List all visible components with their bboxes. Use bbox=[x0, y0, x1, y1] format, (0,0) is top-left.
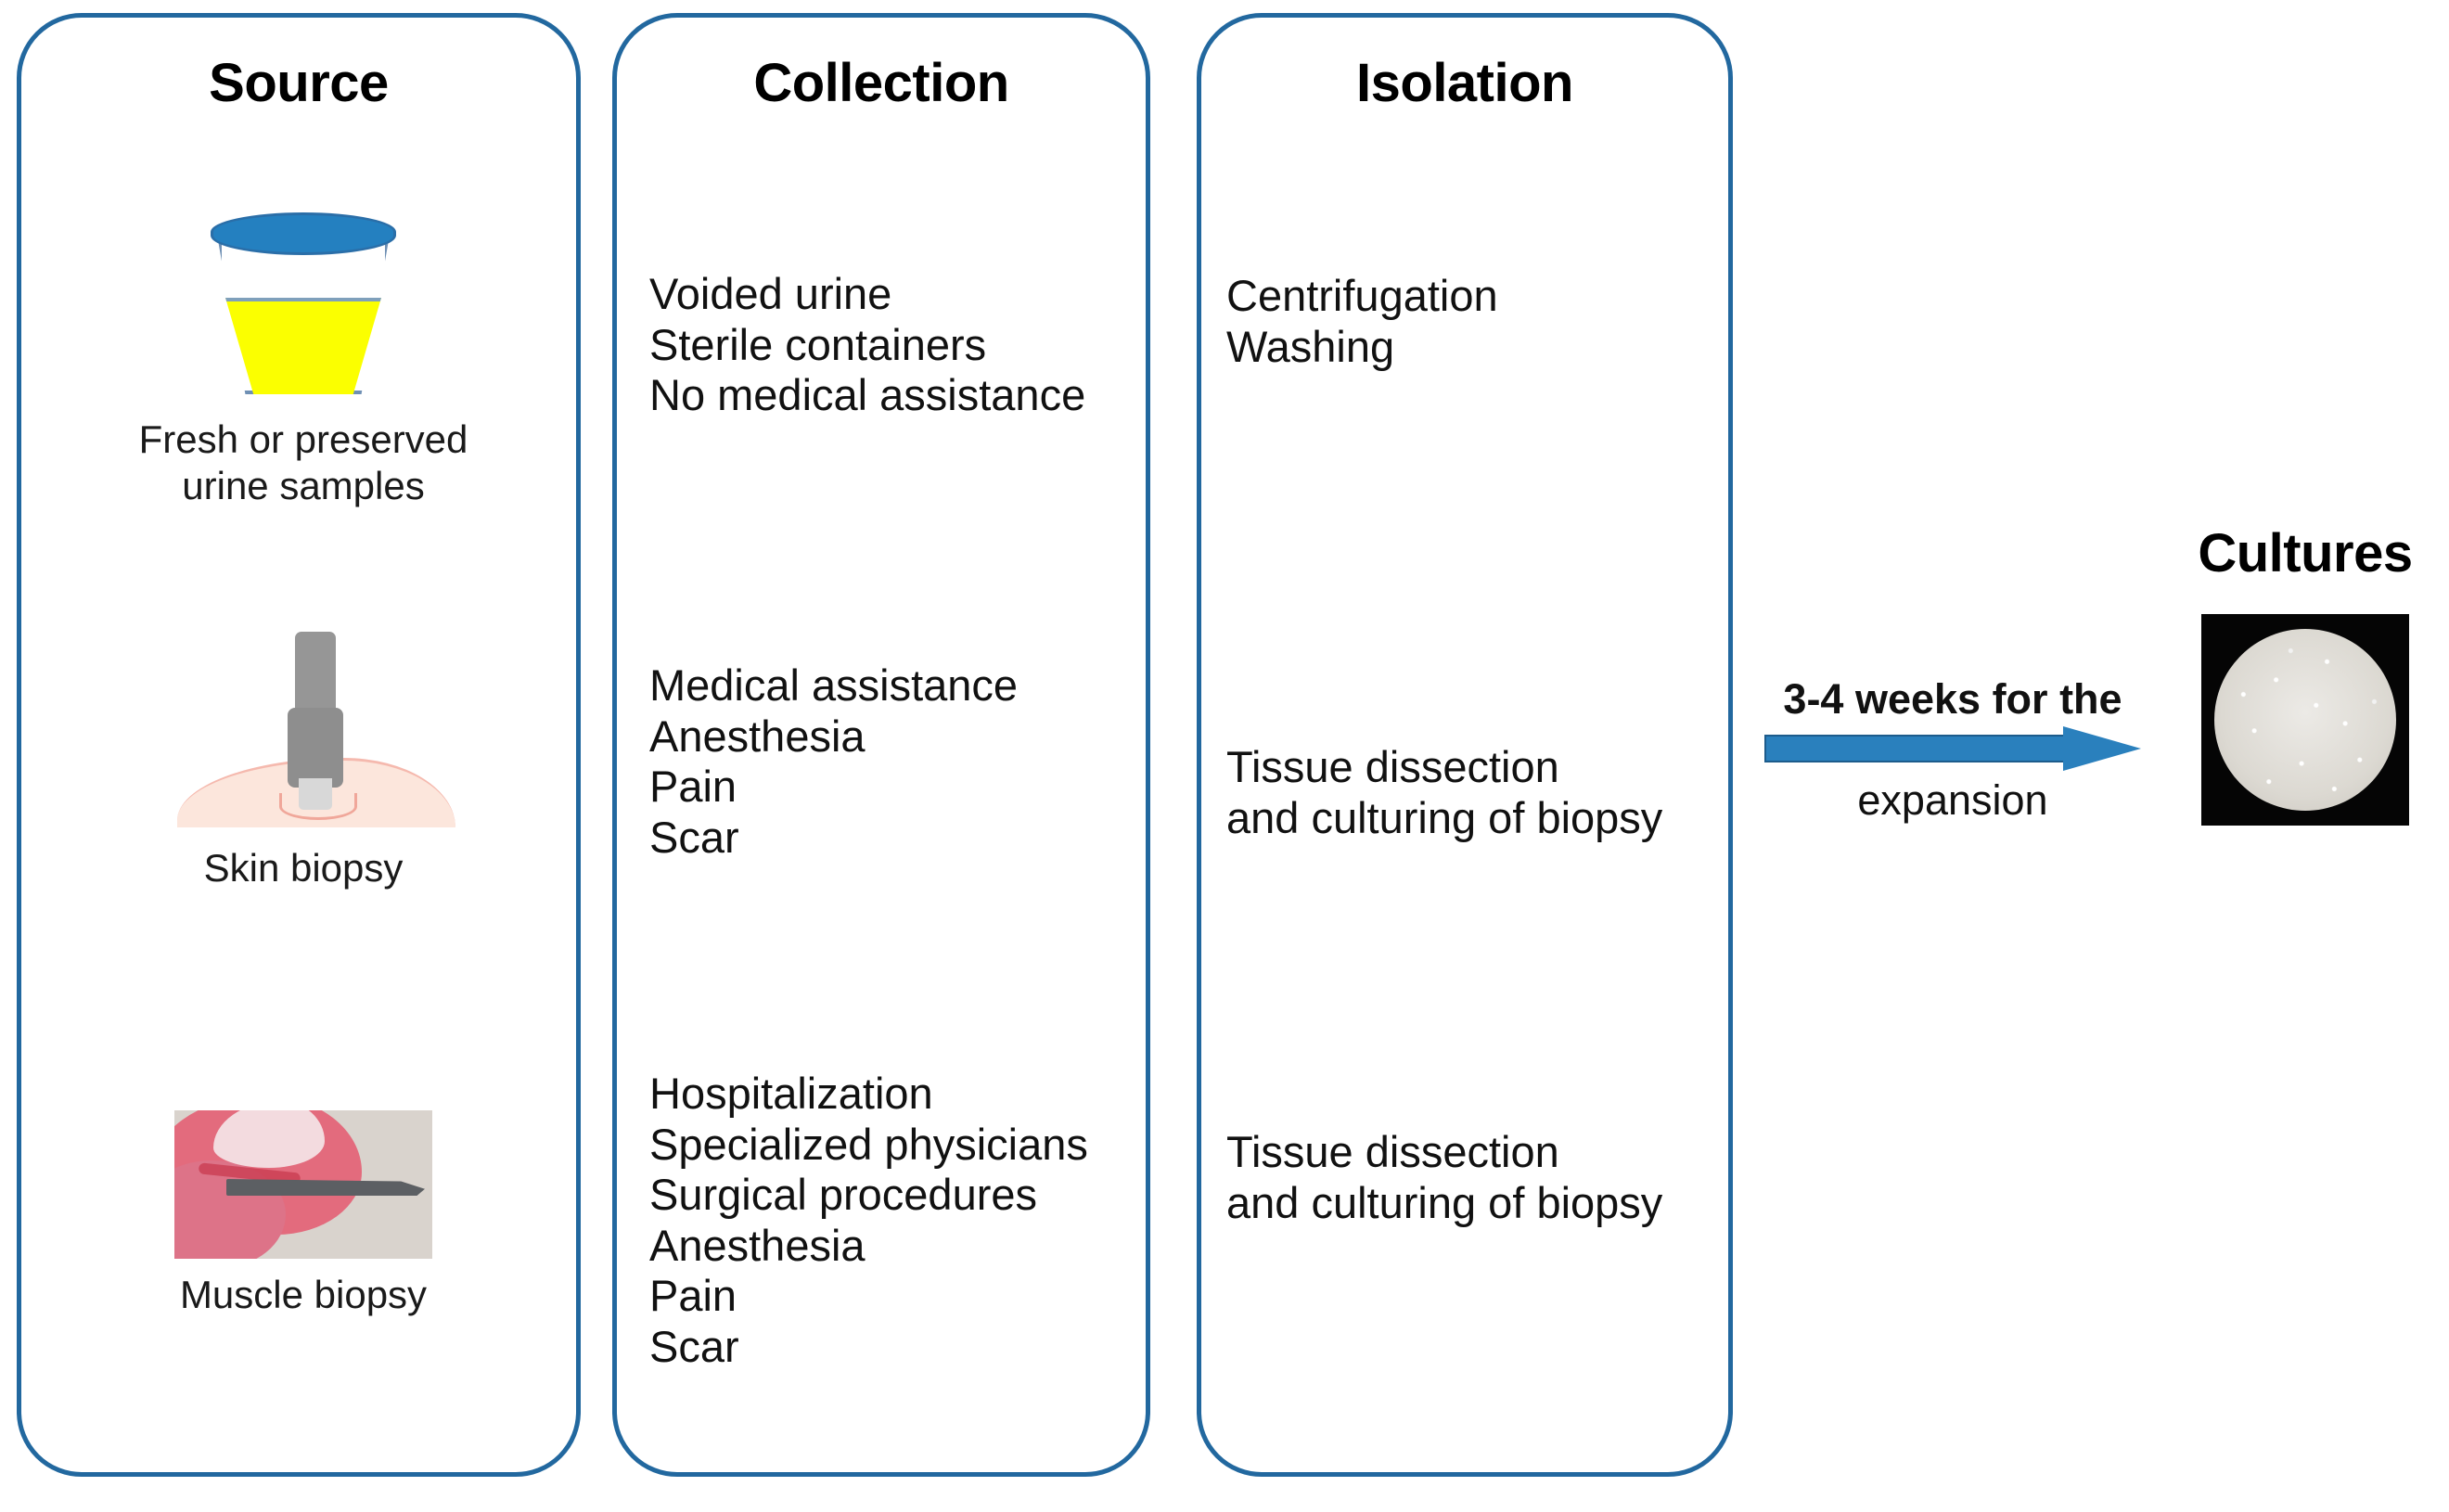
cup-lid-shape bbox=[211, 212, 396, 255]
muscle-biopsy-photo bbox=[174, 1110, 432, 1259]
punch-tip-shape bbox=[299, 778, 332, 810]
cultures-title: Cultures bbox=[2198, 523, 2413, 583]
culture-dish-photo bbox=[2201, 614, 2409, 826]
arrow-head-shape bbox=[2063, 726, 2141, 772]
source-item-urine: Fresh or preserved urine samples bbox=[21, 199, 585, 510]
isolation-panel: Isolation bbox=[1197, 13, 1733, 1477]
skin-dimple-shape bbox=[279, 793, 357, 820]
collection-title: Collection bbox=[753, 53, 1009, 113]
punch-handle-shape bbox=[295, 632, 336, 715]
source-caption-muscle: Muscle biopsy bbox=[179, 1273, 428, 1316]
isolation-block-muscle: Tissue dissection and culturing of biops… bbox=[1226, 1127, 1663, 1227]
skin-punch-icon bbox=[21, 619, 585, 832]
isolation-block-urine: Centrifugation Washing bbox=[1226, 271, 1498, 371]
source-item-skin: Skin biopsy bbox=[21, 619, 585, 891]
collection-panel: Collection bbox=[612, 13, 1150, 1477]
photo-highlight-shape bbox=[213, 1110, 325, 1168]
collection-block-skin: Medical assistance Anesthesia Pain Scar bbox=[649, 660, 1019, 862]
right-arrow-icon bbox=[1764, 726, 2141, 772]
expansion-arrow-group: 3-4 weeks for the expansion bbox=[1753, 675, 2152, 825]
source-panel: Source Fresh or preserved urine samples … bbox=[17, 13, 581, 1477]
scalpel-blade-shape bbox=[226, 1179, 425, 1196]
arrow-shaft-shape bbox=[1764, 735, 2071, 763]
punch-barrel-shape bbox=[288, 708, 343, 788]
collection-block-muscle: Hospitalization Specialized physicians S… bbox=[649, 1069, 1088, 1371]
urine-cup-icon bbox=[21, 199, 585, 404]
arrow-caption-top: 3-4 weeks for the bbox=[1783, 675, 2122, 723]
source-caption-skin: Skin biopsy bbox=[203, 846, 404, 890]
culture-colony-shape bbox=[2214, 629, 2396, 811]
source-title: Source bbox=[209, 53, 389, 113]
isolation-title: Isolation bbox=[1356, 53, 1573, 113]
collection-block-urine: Voided urine Sterile containers No medic… bbox=[649, 269, 1086, 420]
arrow-caption-bottom: expansion bbox=[1857, 776, 2048, 825]
cup-fluid-shape bbox=[225, 298, 381, 394]
isolation-block-skin: Tissue dissection and culturing of biops… bbox=[1226, 742, 1663, 842]
source-caption-urine: Fresh or preserved urine samples bbox=[138, 417, 468, 508]
cultures-group: Cultures bbox=[2161, 527, 2449, 826]
source-item-muscle: Muscle biopsy bbox=[21, 1110, 585, 1318]
